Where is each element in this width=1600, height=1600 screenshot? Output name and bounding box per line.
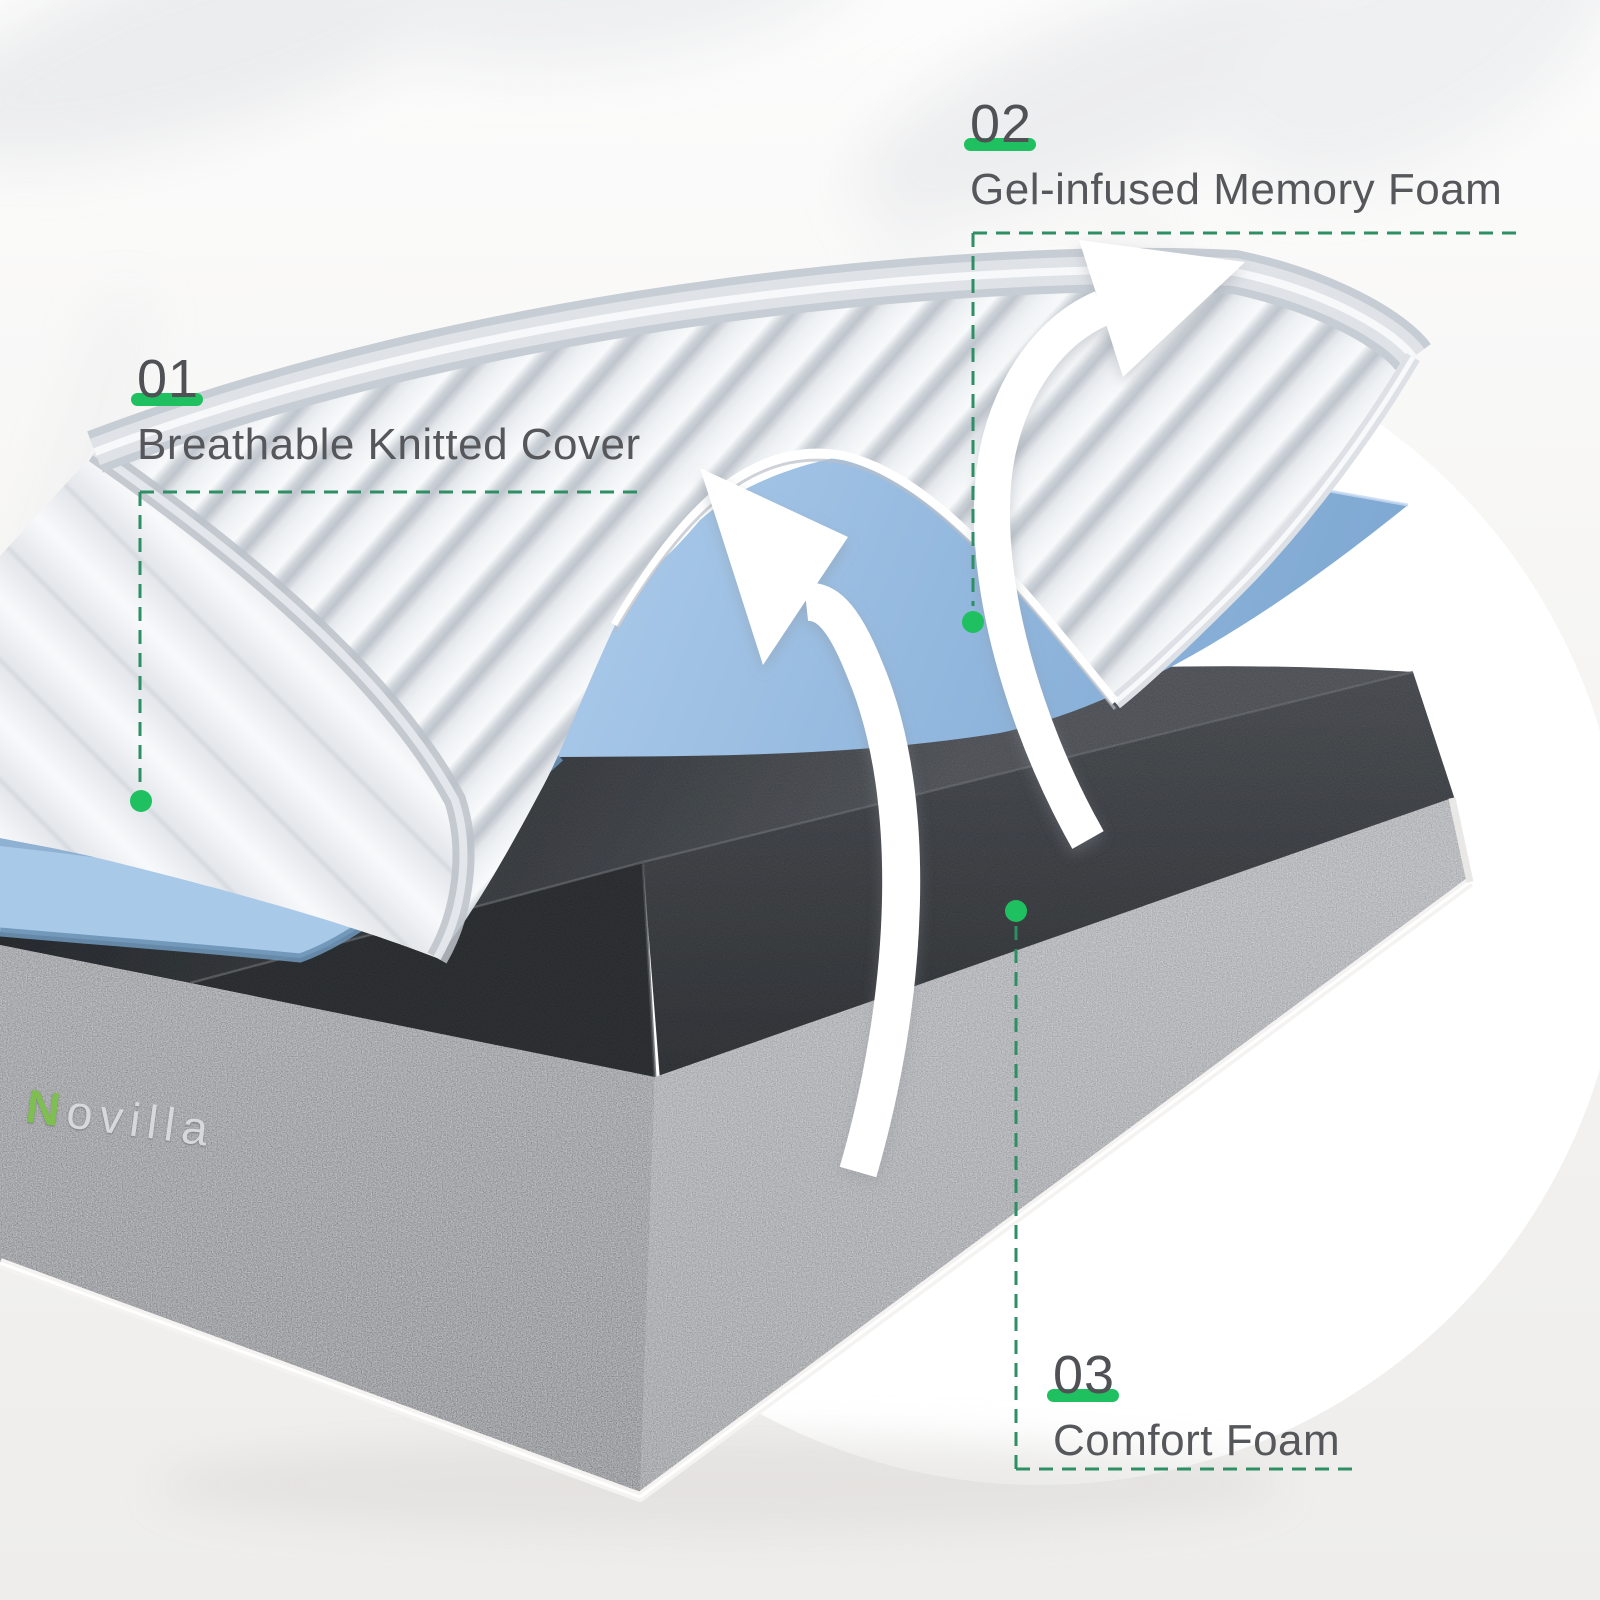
callout-01-number: 01 [137, 349, 200, 409]
comfort-foam-front-face [190, 862, 655, 1078]
left-arrow-shaft [803, 582, 921, 1178]
lift-arrows [700, 240, 1245, 1178]
cover-quilted-top [0, 452, 464, 958]
right-arrow-head [1079, 240, 1245, 377]
right-arrow-shaft [973, 291, 1110, 849]
callout-02-number: 02 [970, 94, 1033, 154]
callout-03: 03 Comfort Foam [1047, 1345, 1341, 1465]
callout-02: 02 Gel-infused Memory Foam [964, 94, 1503, 214]
callout-01-label: Breathable Knitted Cover [137, 420, 641, 469]
base-front-face [0, 945, 655, 1497]
cover-border-band [87, 247, 1431, 473]
knitted-cover-layer [0, 247, 1431, 964]
mattress-base [0, 798, 1470, 1497]
callout-03-label: Comfort Foam [1053, 1416, 1341, 1465]
callout-dots [130, 611, 1027, 922]
callout-03-number: 03 [1053, 1345, 1116, 1405]
ground-shadow [160, 1437, 1280, 1533]
callout-02-label: Gel-infused Memory Foam [970, 165, 1503, 214]
brand-logo-initial: N [22, 1078, 71, 1137]
cover-lifted-edge [611, 448, 1119, 705]
callout-01-dot [130, 790, 152, 812]
comfort-foam-right-face [643, 672, 1455, 1080]
callout-03-underline [1047, 1389, 1119, 1402]
callout-01: 01 Breathable Knitted Cover [131, 349, 641, 469]
callout-03-dot [1005, 900, 1027, 922]
base-back-edge [1448, 797, 1474, 883]
callout-02-dot [962, 611, 984, 633]
left-arrow-head [700, 468, 848, 665]
callout-01-underline [131, 393, 203, 406]
base-right-face [640, 798, 1470, 1497]
callout-02-underline [964, 138, 1036, 151]
callout-lines [138, 231, 1519, 1471]
